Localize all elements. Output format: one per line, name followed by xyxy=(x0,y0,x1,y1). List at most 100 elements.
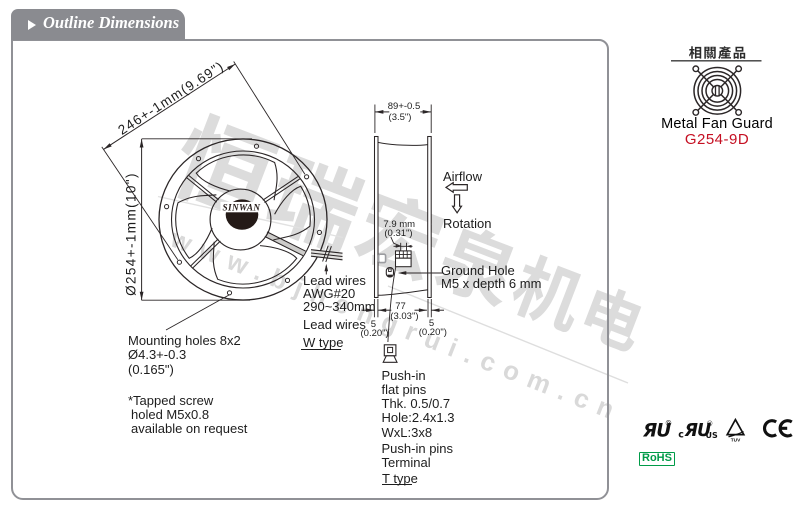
side-body-top xyxy=(377,141,428,146)
fan-blade xyxy=(212,241,298,285)
dim-arrowhead xyxy=(139,291,144,301)
ce-mark xyxy=(763,419,793,438)
wire-exit-box xyxy=(377,253,387,264)
side-right-flange xyxy=(427,135,432,299)
wire-break-mark xyxy=(322,245,329,262)
w-type-underline xyxy=(300,348,341,351)
wm-char xyxy=(583,288,642,352)
wm-char-outline xyxy=(583,288,642,352)
guard-corner-ring xyxy=(735,108,743,116)
mounting-hole xyxy=(304,174,310,180)
fan-blades-scale xyxy=(175,154,311,285)
guard-corner-ring xyxy=(735,65,743,73)
lead-wires-note-line2: AWG#20 xyxy=(303,285,356,301)
terminal-note-line4: Hole:2.4x1.3 xyxy=(381,410,455,426)
dim-arrowhead xyxy=(378,308,387,312)
dim-arrowhead xyxy=(418,308,427,312)
related-product-model: G254-9D xyxy=(684,131,750,148)
dim-arrowhead xyxy=(431,308,440,312)
section-title: Outline Dimensions xyxy=(43,13,180,32)
dim-arrowhead xyxy=(103,143,112,150)
dim-246-line xyxy=(103,63,236,150)
dim-flange-left-label: 5 xyxy=(370,318,377,330)
dim-arrowhead xyxy=(397,271,407,275)
guard-corner-ring xyxy=(692,65,700,73)
ground-hole-fill xyxy=(387,274,393,278)
dim-arrowhead xyxy=(406,244,412,248)
dim-arrowhead xyxy=(374,110,384,114)
mounting-note-line1: Mounting holes 8x2 xyxy=(128,333,241,348)
related-title-char xyxy=(704,46,716,59)
dim-arrowhead xyxy=(395,244,401,248)
wm-char xyxy=(434,228,514,308)
ground-hole-notch xyxy=(388,268,392,272)
terminal-note2-line1: Push-in pins xyxy=(381,440,454,456)
terminal-note-line1: Push-in xyxy=(381,367,426,383)
fan-inner-rim xyxy=(170,150,316,289)
tapped-note-line3: available on request xyxy=(131,421,248,437)
airflow-label: Airflow xyxy=(443,168,483,184)
dim-246-ext xyxy=(233,61,306,175)
lead-wire xyxy=(310,249,343,254)
cul-c: c xyxy=(678,430,684,441)
fan-blade xyxy=(273,185,311,241)
section-header: Outline Dimensions xyxy=(11,9,185,40)
wm-char xyxy=(512,254,582,333)
wm-char-outline xyxy=(434,228,514,308)
related-title-char xyxy=(718,46,731,59)
mounting-hole xyxy=(284,277,291,283)
w-type-label: W type xyxy=(303,335,344,350)
strut-line xyxy=(186,177,218,203)
pushin-icon-base xyxy=(382,355,398,363)
sinwan-logo-band xyxy=(220,201,264,213)
tapped-note-line2: holed M5x0.8 xyxy=(131,406,210,422)
mounting-hole xyxy=(316,229,322,235)
related-title-char-outline xyxy=(704,46,716,59)
sinwan-brand-text: SINWAN xyxy=(223,202,261,212)
dim-diameter-label: Ø254+-1mm(10") xyxy=(123,172,139,296)
guard-ring xyxy=(693,66,742,115)
mounting-hole xyxy=(253,143,260,149)
fan-hub xyxy=(209,188,272,251)
dim-flange-right-label: 5 xyxy=(428,317,435,329)
mounting-hole xyxy=(226,290,233,296)
dim-79-leader xyxy=(390,236,401,247)
mounting-hole-leader xyxy=(165,294,230,331)
tuv-label: TUV xyxy=(731,437,741,443)
guard-ring xyxy=(705,78,730,103)
wm-char xyxy=(266,152,366,255)
lead-wires-note-line3: 290~340mm xyxy=(303,298,376,314)
strut-line xyxy=(264,236,304,257)
wm-char-outline xyxy=(512,254,582,333)
terminal-note2-line2: Terminal xyxy=(381,454,431,470)
strut-line xyxy=(192,240,221,269)
terminal-note-line2: flat pins xyxy=(381,381,427,397)
cul-logo-glyph: ЯU xyxy=(684,421,711,441)
tapped-note-line1: *Tapped screw xyxy=(128,392,214,408)
guard-ring xyxy=(701,74,734,107)
mounting-note-line2: Ø4.3+-0.3 xyxy=(128,347,187,363)
fan-blade xyxy=(195,154,278,201)
strut-line xyxy=(264,178,301,204)
fan-blade xyxy=(175,194,217,259)
lead-wire xyxy=(310,252,343,258)
terminal-leader xyxy=(387,266,397,343)
rotation-arrow-icon xyxy=(451,194,463,214)
cul-registered-symbol: ® xyxy=(706,420,713,428)
dim-width-label: 89+-0.5 xyxy=(387,101,421,113)
t-type-label: T type xyxy=(382,470,418,486)
dim-pitch-in-label: (3.03") xyxy=(390,310,419,322)
dim-arrowhead xyxy=(422,110,432,114)
terminal-note-line5: WxL:3x8 xyxy=(381,424,433,440)
mounting-hole xyxy=(176,259,182,265)
dim-arrowhead xyxy=(139,139,144,148)
strut-line xyxy=(188,175,219,201)
ce-letter-e xyxy=(778,419,793,438)
content-box xyxy=(11,39,609,500)
ground-hole-label2: M5 x depth 6 mm xyxy=(441,276,542,291)
dim-246-ext xyxy=(101,146,179,261)
dim-arrowhead xyxy=(366,308,375,312)
dim-arrowhead xyxy=(227,64,236,71)
